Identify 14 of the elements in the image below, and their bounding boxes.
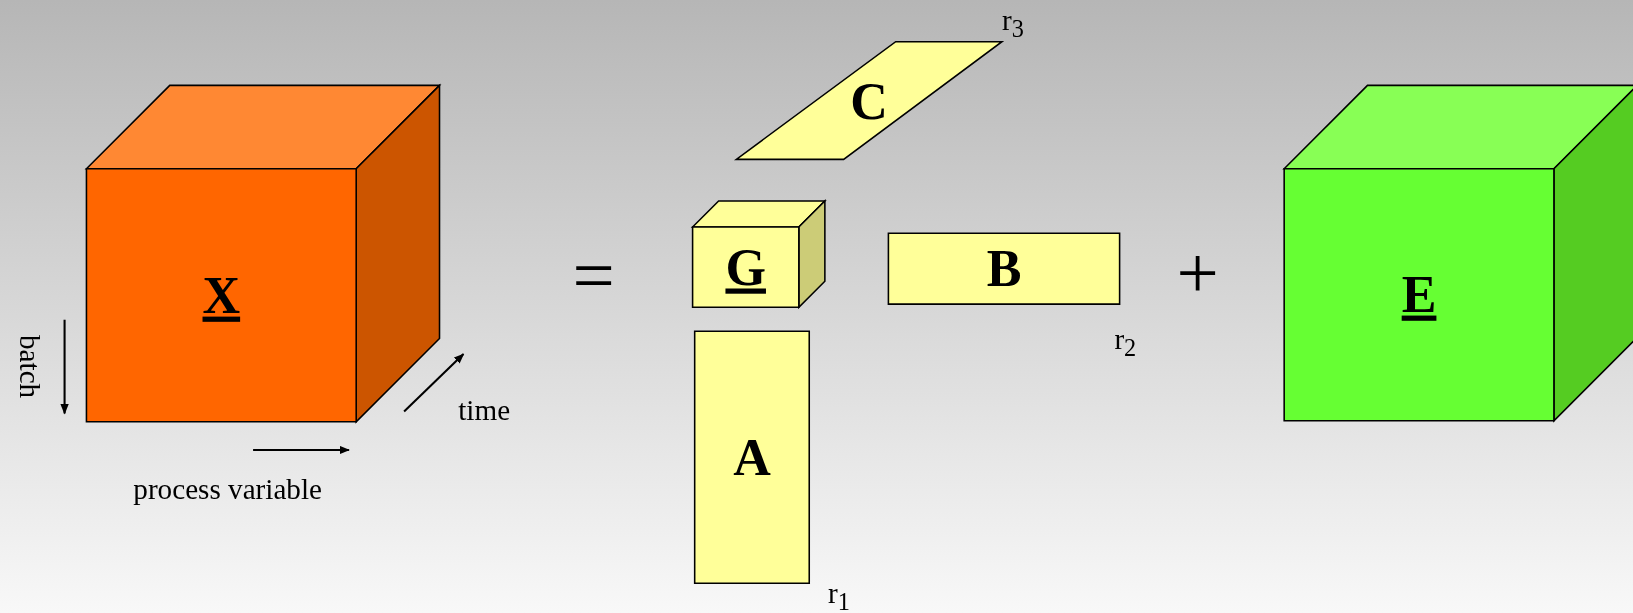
rank-label: r$_{2}$ [1114, 324, 1137, 361]
axis-label: process variable [133, 474, 322, 505]
rank-label: r$_{3}$ [1001, 6, 1024, 42]
rank-label: r$_{1}$ [828, 579, 850, 613]
tensor-label: X [202, 269, 241, 322]
matrix-label: B [986, 242, 1022, 295]
plus-sign: + [1176, 235, 1219, 311]
equals-sign: = [572, 237, 615, 313]
matrix-label: C [850, 74, 888, 127]
matrix-label: A [733, 431, 771, 484]
axis-label: time [458, 395, 511, 425]
tensor-label: E [1401, 268, 1437, 321]
axis-label: batch [14, 335, 44, 399]
tensor-label: G [725, 241, 766, 294]
